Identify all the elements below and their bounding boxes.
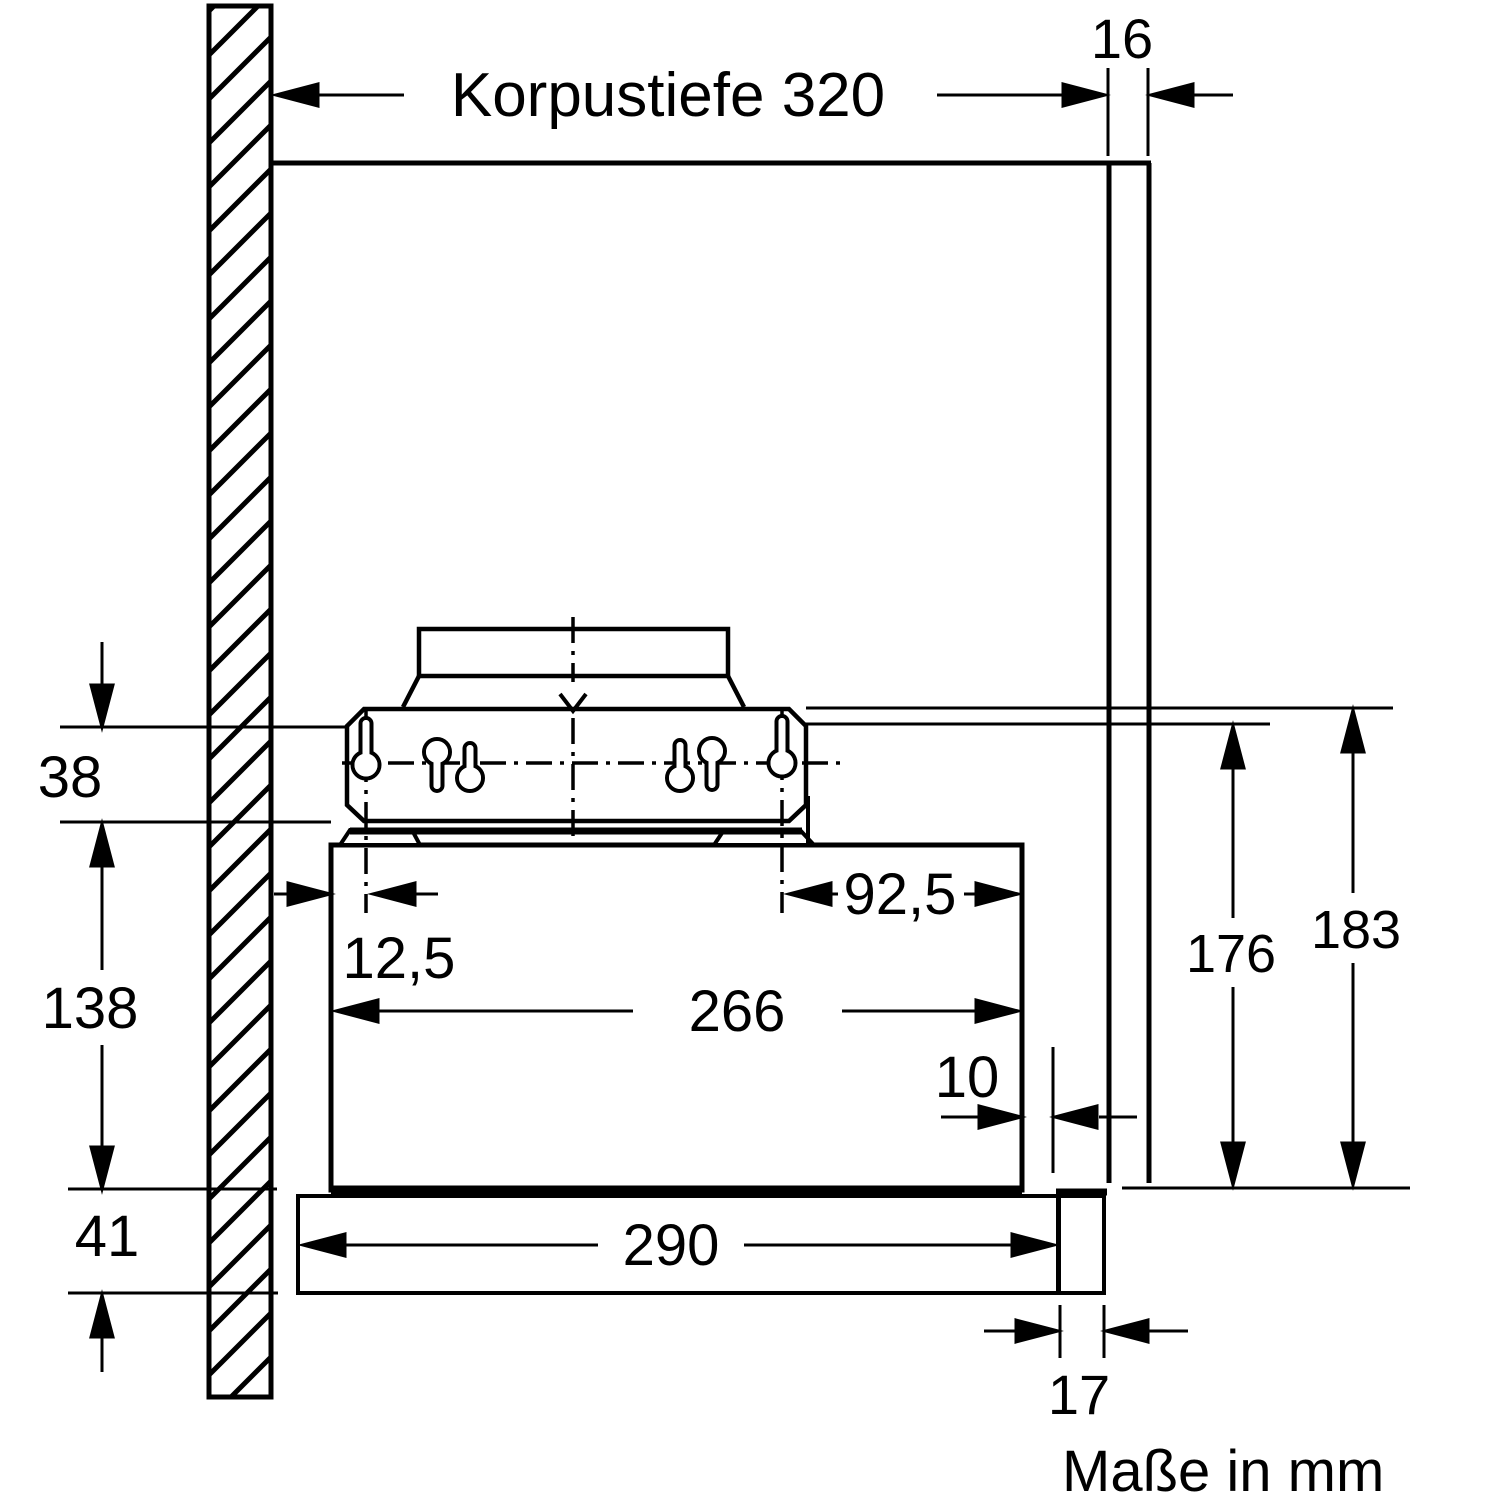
arrowhead-138-up: [89, 818, 115, 868]
arrowhead-183-down: [1340, 1141, 1366, 1191]
arrowhead-korpustiefe-right: [1061, 82, 1111, 108]
dim-label-top-clearance: 38: [38, 745, 103, 810]
arrowhead-290-right: [1010, 1232, 1060, 1258]
arrowhead-38-down: [89, 683, 115, 733]
arrowhead-12-5-right: [286, 881, 336, 907]
arrowhead-12-5-left: [367, 881, 417, 907]
arrowhead-16: [1145, 82, 1195, 108]
center-mark-arrow-icon: [558, 692, 588, 715]
dim-label-inner-height: 176: [1186, 924, 1276, 984]
dim-label-door-thickness: 17: [1048, 1363, 1110, 1426]
reference-lines: [60, 68, 1410, 1358]
units-note: Maße in mm: [1062, 1439, 1384, 1500]
arrowhead-138-down: [89, 1145, 115, 1195]
cabinet-door-section: [1057, 1194, 1106, 1295]
arrowhead-17-left: [1100, 1318, 1150, 1344]
hood-body: [328, 842, 1025, 1193]
cabinet-outline: [272, 160, 1152, 1183]
arrowhead-10-left: [1049, 1104, 1099, 1130]
dim-label-korpustiefe: Korpustiefe 320: [451, 61, 885, 130]
dim-label-rear-gap: 10: [935, 1045, 1000, 1110]
arrowhead-17-right: [1014, 1318, 1064, 1344]
dim-label-total-height: 183: [1311, 900, 1401, 960]
wall-section-hatched: [206, 3, 274, 1400]
arrowhead-290-left: [297, 1232, 347, 1258]
dim-label-screw-left-offset: 12,5: [343, 926, 456, 991]
arrowhead-korpustiefe-left: [270, 82, 320, 108]
dimension-graphics: [89, 82, 1366, 1372]
dim-label-body-height: 138: [42, 976, 139, 1041]
arrowhead-183-up: [1340, 704, 1366, 754]
mounting-plate: [344, 706, 809, 824]
keyhole-slots: [350, 714, 798, 793]
arrowhead-176-up: [1220, 720, 1246, 770]
arrowhead-92-5-right: [974, 881, 1024, 907]
dim-label-visor-height: 41: [75, 1204, 140, 1269]
dim-label-panel-thickness: 16: [1091, 7, 1153, 70]
arrowhead-41-up: [89, 1289, 115, 1339]
arrowhead-10-right: [977, 1104, 1027, 1130]
plate-support: [336, 796, 819, 847]
arrowhead-92-5-left: [783, 881, 833, 907]
duct-collar-flange: [401, 674, 746, 709]
dimension-labels: Korpustiefe 320 16 38 138 41 12,5 266 92…: [38, 7, 1401, 1500]
arrowhead-176-down: [1220, 1141, 1246, 1191]
arrowhead-266-left: [330, 998, 380, 1024]
dim-label-body-depth: 266: [689, 979, 786, 1044]
arrowhead-266-right: [974, 998, 1024, 1024]
dim-label-screw-right-offset: 92,5: [844, 862, 957, 927]
dim-label-visor-depth: 290: [623, 1213, 720, 1278]
